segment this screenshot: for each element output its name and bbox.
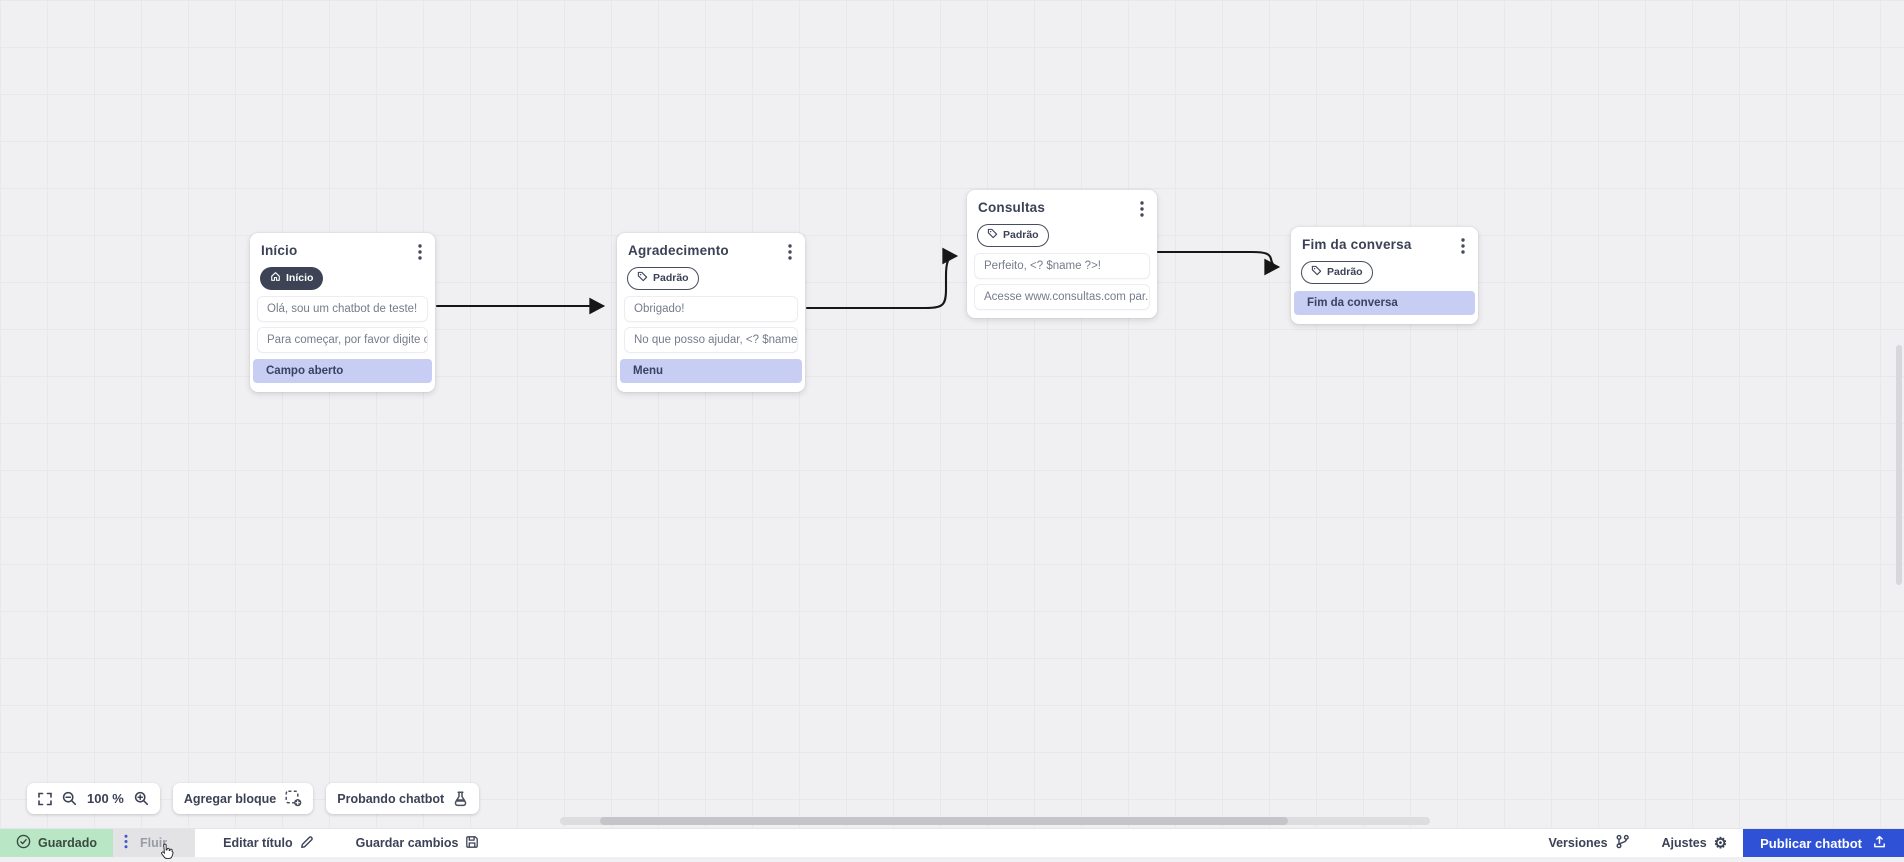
node-inicio[interactable]: Início Início Olá, sou um chatbot de tes… <box>250 233 435 392</box>
node-header: Fim da conversa <box>1298 237 1471 254</box>
node-title: Consultas <box>978 200 1046 215</box>
edit-title-button[interactable]: Editar título <box>209 829 327 857</box>
save-changes-button[interactable]: Guardar cambios <box>342 829 494 857</box>
test-chatbot-button[interactable]: Probando chatbot <box>326 783 480 814</box>
edit-title-label: Editar título <box>223 836 293 850</box>
publish-chatbot-button[interactable]: Publicar chatbot <box>1743 829 1904 857</box>
node-type-badge: Início <box>260 267 324 290</box>
tab-fluir[interactable]: Fluir <box>113 829 196 857</box>
horizontal-scrollbar-thumb[interactable] <box>600 817 1288 825</box>
menu-card[interactable]: Menu <box>620 358 802 383</box>
input-card[interactable]: Campo aberto <box>253 358 432 383</box>
zoom-out-icon[interactable] <box>62 791 77 806</box>
kebab-menu-icon[interactable] <box>1138 201 1146 217</box>
versions-branch-icon <box>1615 834 1630 852</box>
versions-button[interactable]: Versiones <box>1532 829 1645 857</box>
zoom-in-icon[interactable] <box>134 791 149 806</box>
drag-handle-icon[interactable] <box>124 834 128 852</box>
settings-button[interactable]: Ajustes ⚙ <box>1646 829 1744 857</box>
message-card[interactable]: Acesse www.consultas.com par... <box>975 284 1149 309</box>
node-tag-badge: Padrão <box>1301 261 1373 284</box>
home-icon <box>270 271 281 286</box>
node-title: Início <box>261 243 298 258</box>
badge-label: Início <box>286 271 314 284</box>
node-consultas[interactable]: Consultas Padrão Perfeito, <? $name ?>! … <box>967 190 1157 318</box>
badge-label: Padrão <box>1003 228 1039 241</box>
message-card[interactable]: Olá, sou um chatbot de teste! <box>258 296 427 321</box>
gear-icon: ⚙ <box>1713 834 1728 852</box>
message-card[interactable]: Para começar, por favor digite o ... <box>258 327 427 352</box>
message-card[interactable]: Obrigado! <box>625 296 797 321</box>
statusbar-spacer <box>493 829 1532 857</box>
tag-icon <box>637 271 648 286</box>
flow-tab-label: Fluir <box>140 836 168 850</box>
node-header: Agradecimento <box>624 243 798 260</box>
node-header: Consultas <box>974 200 1150 217</box>
saved-check-icon <box>16 834 31 852</box>
save-icon <box>465 835 479 852</box>
add-block-icon <box>285 790 302 807</box>
node-fim-da-conversa[interactable]: Fim da conversa Padrão Fim da conversa <box>1291 227 1478 324</box>
message-card[interactable]: Perfeito, <? $name ?>! <box>975 253 1149 278</box>
kebab-menu-icon[interactable] <box>786 244 794 260</box>
save-changes-label: Guardar cambios <box>355 836 459 850</box>
node-agradecimento[interactable]: Agradecimento Padrão Obrigado! No que po… <box>617 233 805 392</box>
test-chatbot-icon <box>453 790 468 807</box>
kebab-menu-icon[interactable] <box>1459 238 1467 254</box>
status-bar: Guardado Fluir Editar título Guardar cam… <box>0 828 1904 857</box>
badge-label: Padrão <box>653 271 689 284</box>
tag-icon <box>987 228 998 243</box>
fullscreen-icon[interactable] <box>38 792 52 806</box>
node-header: Início <box>257 243 428 260</box>
message-card[interactable]: No que posso ajudar, <? $name ... <box>625 327 797 352</box>
kebab-menu-icon[interactable] <box>416 244 424 260</box>
add-block-label: Agregar bloque <box>183 791 277 806</box>
vertical-scrollbar-thumb[interactable] <box>1896 345 1902 585</box>
wire-agradecimento-consultas <box>805 247 959 310</box>
badge-label: Padrão <box>1327 265 1363 278</box>
node-tag-badge: Padrão <box>977 224 1049 247</box>
test-chatbot-label: Probando chatbot <box>337 791 445 806</box>
saved-label: Guardado <box>38 836 98 850</box>
versions-label: Versiones <box>1548 836 1608 850</box>
add-block-button[interactable]: Agregar bloque <box>172 783 314 814</box>
pencil-icon <box>300 835 314 852</box>
zoom-controls: 100 % <box>27 783 160 814</box>
zoom-level: 100 % <box>87 791 124 806</box>
publish-upload-icon <box>1872 834 1887 852</box>
node-tag-badge: Padrão <box>627 267 699 290</box>
publish-label: Publicar chatbot <box>1760 835 1862 851</box>
wire-consultas-fim <box>1156 250 1281 276</box>
end-card[interactable]: Fim da conversa <box>1294 290 1475 315</box>
saved-status-badge: Guardado <box>0 829 114 857</box>
canvas-toolbar: 100 % Agregar bloque Probando chatbot <box>27 783 480 814</box>
tag-icon <box>1311 265 1322 280</box>
node-title: Fim da conversa <box>1302 237 1412 252</box>
node-title: Agradecimento <box>628 243 729 258</box>
settings-label: Ajustes <box>1661 836 1707 850</box>
